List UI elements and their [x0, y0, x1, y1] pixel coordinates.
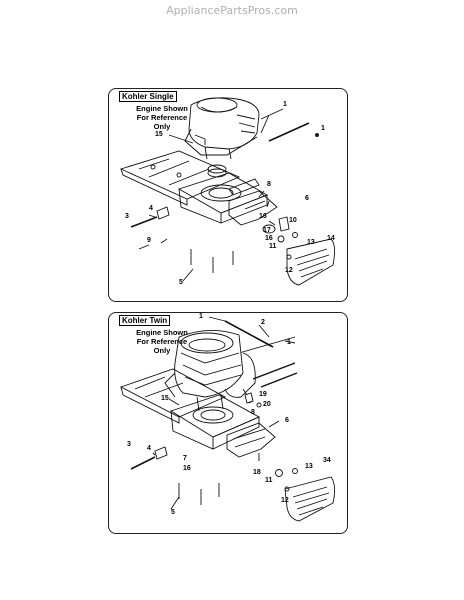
- callout-3: 3: [125, 213, 129, 220]
- callout-3: 3: [127, 441, 131, 448]
- callout-6: 6: [305, 195, 309, 202]
- callout-5: 5: [171, 509, 175, 516]
- callout-34: 34: [323, 457, 331, 464]
- callout-7: 7: [183, 455, 187, 462]
- callout-8: 8: [267, 181, 271, 188]
- exploded-view-twin: [119, 316, 336, 522]
- callout-12: 12: [285, 267, 293, 274]
- callout-15: 15: [155, 131, 163, 138]
- callout-13: 13: [307, 239, 315, 246]
- diagram-panel-kohler-single: Kohler Single Engine Shown For Reference…: [108, 88, 348, 302]
- callout-19: 19: [259, 391, 267, 398]
- callout-5: 5: [179, 279, 183, 286]
- note-line: For Reference: [136, 113, 188, 122]
- callout-4: 4: [149, 205, 153, 212]
- callout-13: 13: [305, 463, 313, 470]
- reference-note-single: Engine Shown For Reference Only: [123, 104, 201, 131]
- callout-6: 6: [285, 417, 289, 424]
- callout-1: 1: [287, 339, 291, 346]
- reference-note-twin: Engine Shown For Reference Only: [123, 328, 201, 355]
- callout-18: 18: [253, 469, 261, 476]
- note-line: Engine Shown: [136, 328, 188, 337]
- callout-14: 14: [327, 235, 335, 242]
- callout-12: 12: [281, 497, 289, 504]
- callout-1: 1: [321, 125, 325, 132]
- diagram-title-kohler-single: Kohler Single: [119, 91, 177, 102]
- callout-17: 17: [263, 227, 271, 234]
- note-line: Engine Shown: [136, 104, 188, 113]
- callout-9: 9: [147, 237, 151, 244]
- diagram-panel-kohler-twin: Kohler Twin Engine Shown For Reference O…: [108, 312, 348, 534]
- callout-15: 15: [161, 395, 169, 402]
- watermark: AppliancePartsPros.com: [166, 4, 298, 17]
- callout-16: 16: [265, 235, 273, 242]
- diagram-title-kohler-twin: Kohler Twin: [119, 315, 171, 326]
- note-line: Only: [153, 122, 171, 131]
- callout-16: 16: [259, 213, 267, 220]
- callout-11: 11: [269, 243, 277, 250]
- note-line: Only: [153, 346, 171, 355]
- callout-1: 1: [283, 101, 287, 108]
- exploded-view-single: [119, 97, 336, 286]
- callout-10: 10: [289, 217, 297, 224]
- callout-11: 11: [265, 477, 273, 484]
- callout-2: 2: [261, 319, 265, 326]
- callout-16: 16: [183, 465, 191, 472]
- callout-1: 1: [199, 313, 203, 320]
- note-line: For Reference: [136, 337, 188, 346]
- callout-20: 20: [263, 401, 271, 408]
- callout-4: 4: [147, 445, 151, 452]
- callout-8: 8: [251, 409, 255, 416]
